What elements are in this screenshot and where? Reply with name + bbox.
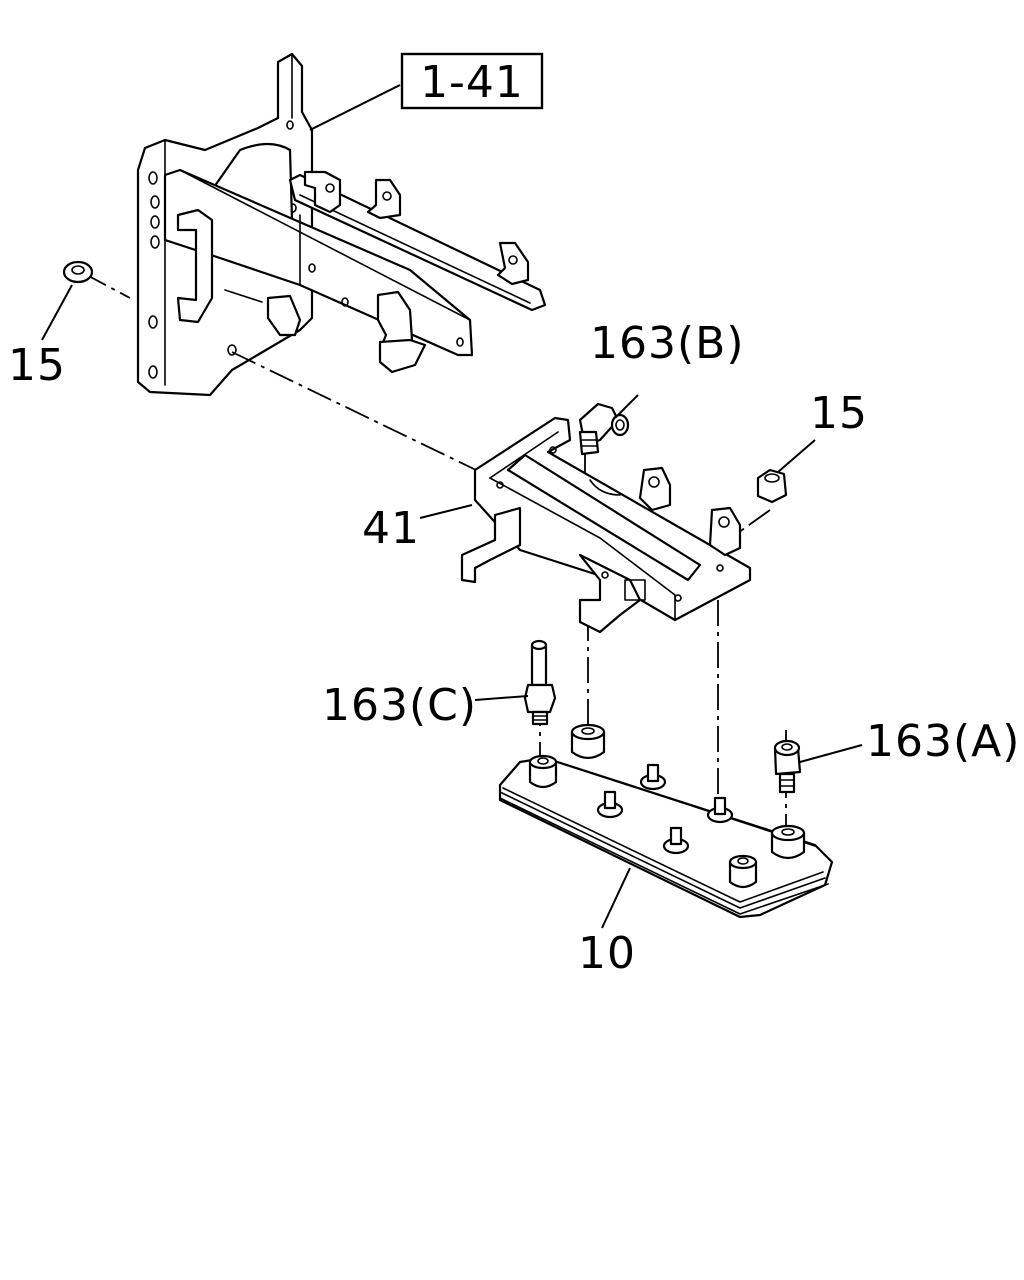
stud-fitting-163c	[523, 639, 557, 726]
callout-163b: 163(B)	[590, 318, 745, 369]
callout-15-right: 15	[810, 388, 868, 439]
leader-lines	[41, 84, 863, 929]
reference-label: 1-41	[420, 57, 524, 108]
cooler-panel-10	[498, 723, 834, 919]
callout-163a: 163(A)	[866, 716, 1020, 767]
reference-label-box: 1-41	[400, 52, 544, 110]
flange-nut-15-right	[756, 468, 788, 504]
elbow-fitting-163b	[578, 402, 630, 456]
panel-studs	[596, 763, 734, 855]
fitting-163a	[773, 739, 802, 794]
callout-41: 41	[362, 503, 420, 554]
callout-15-left: 15	[8, 340, 66, 391]
callout-10: 10	[578, 928, 636, 979]
frame-bracket-assembly	[136, 52, 547, 397]
mounting-bracket-41	[460, 416, 752, 634]
flange-nut-15-left	[62, 260, 94, 284]
callout-163c: 163(C)	[322, 680, 477, 731]
panel-bosses	[528, 723, 806, 889]
